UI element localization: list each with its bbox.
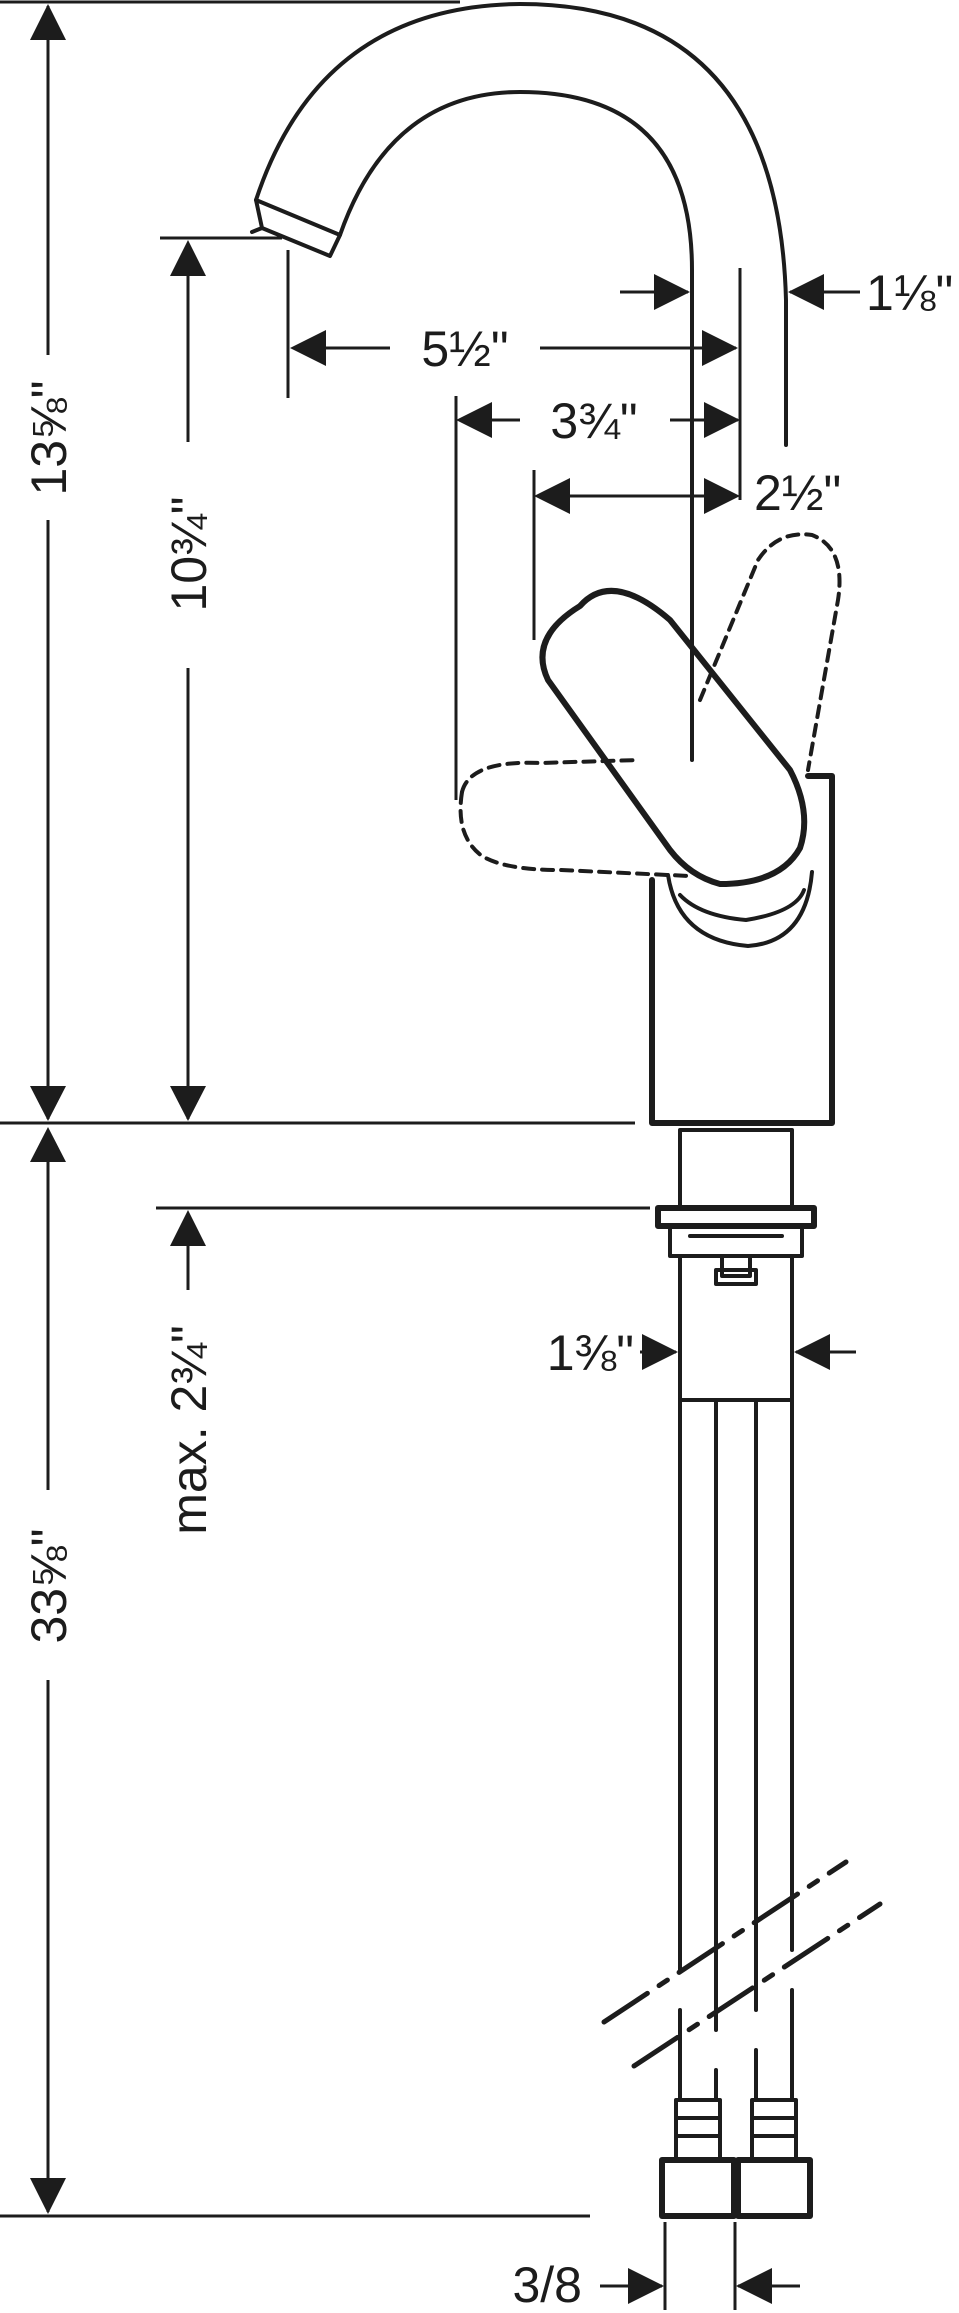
spout-outer: [254, 2, 788, 447]
arrow-up: [30, 4, 66, 40]
label-overall-height: 13⅝": [21, 380, 77, 495]
arrow-up: [170, 1210, 206, 1246]
hub-ring-outer: [666, 870, 814, 948]
label-tube-diameter: 1⅛": [866, 265, 953, 321]
spout-inner: [338, 90, 694, 762]
lever-open-lower: [458, 790, 692, 878]
aerator-tip: [250, 226, 264, 234]
arrow-right: [704, 478, 740, 514]
arrow-right: [702, 330, 738, 366]
arrow-down: [30, 2178, 66, 2214]
arrow-left: [456, 402, 492, 438]
hose-fitting-right: [735, 2098, 813, 2219]
dimension-lines: [0, 0, 860, 2310]
arrow-up: [30, 1127, 66, 1162]
arrow-left: [788, 274, 824, 310]
mounting-nut: [655, 1205, 817, 1229]
label-lever-reach-open: 3¾": [550, 393, 637, 449]
arrow-down: [170, 1086, 206, 1121]
break-line-lower: [631, 1901, 883, 2069]
label-supply-connection: 3/8: [512, 2257, 582, 2313]
lever-handle: [539, 588, 808, 887]
hose-right-lower: [754, 1988, 794, 2102]
arrow-left: [794, 1334, 830, 1370]
arrow-up: [170, 240, 206, 276]
arrow-left: [736, 2268, 772, 2304]
bracket-tab: [714, 1268, 758, 1286]
arrow-left: [534, 478, 570, 514]
arrow-down: [30, 1086, 66, 1121]
arrow-right: [704, 402, 740, 438]
arrow-right: [654, 274, 690, 310]
arrow-left: [290, 330, 326, 366]
dimension-labels: 13⅝" 10¾" 5½" 1⅛" 3¾" 2½" 1⅜" max. 2¾" 3…: [21, 265, 953, 2313]
label-lever-reach-closed: 2½": [754, 465, 841, 521]
arrow-right: [628, 2268, 664, 2304]
label-base-diameter: 1⅜": [547, 1325, 634, 1381]
mounting-bracket: [668, 1224, 804, 1258]
lever-handle-open: [460, 758, 642, 794]
hose-left-lower: [678, 2008, 718, 2102]
supply-hose-right: [754, 1398, 794, 2012]
faucet-outline: [250, 2, 883, 2219]
bracket-clip: [720, 1254, 752, 1278]
label-spout-reach: 5½": [421, 321, 508, 377]
hub-ring-inner: [678, 888, 806, 922]
label-spout-height: 10¾": [161, 496, 217, 611]
faucet-body: [649, 773, 835, 1126]
label-deck-thickness: max. 2¾": [161, 1325, 217, 1535]
arrow-right: [642, 1334, 678, 1370]
label-supply-length: 33⅝": [21, 1528, 77, 1643]
hose-fitting-left: [659, 2098, 737, 2219]
lever-handle-up: [698, 532, 842, 772]
aerator: [254, 198, 342, 258]
shank: [678, 1128, 794, 1210]
break-line-upper: [601, 1859, 849, 2025]
supply-hose-left: [678, 1398, 718, 2032]
